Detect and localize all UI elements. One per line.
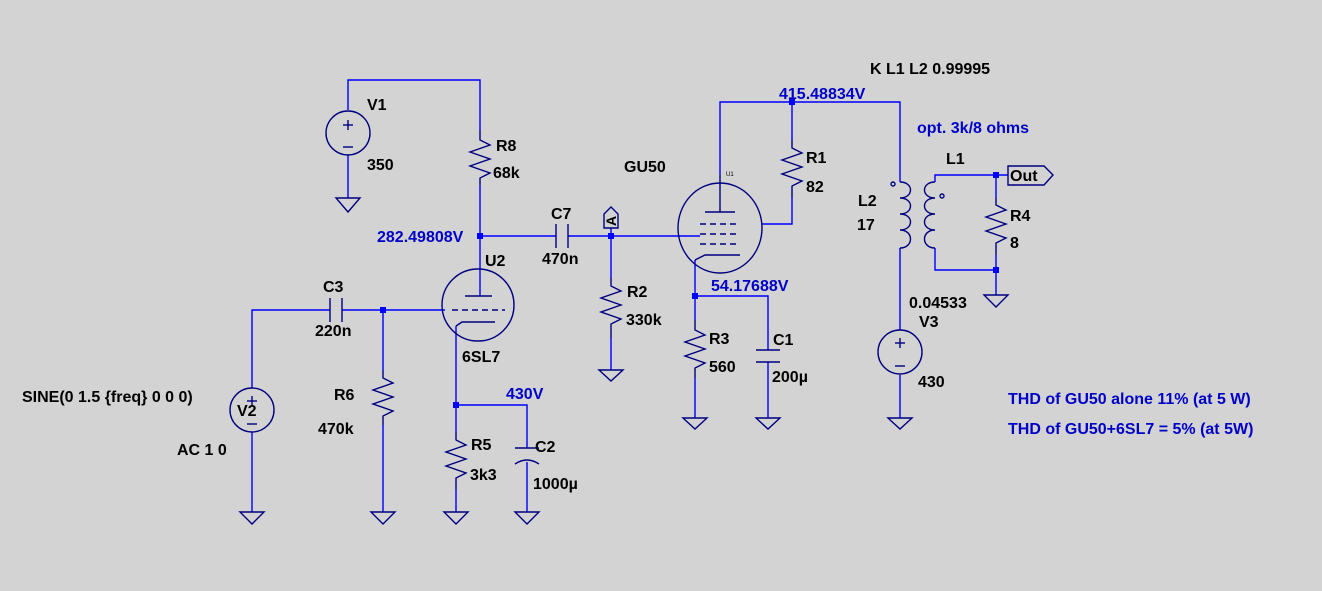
r6-value: 470k xyxy=(318,421,354,438)
c1-name: C1 xyxy=(773,332,794,349)
supply-voltage: 415.48834V xyxy=(779,86,866,103)
gu50-name: GU50 xyxy=(624,159,666,176)
r8-name: R8 xyxy=(496,138,517,155)
v3-name: V3 xyxy=(919,314,939,331)
r3-value: 560 xyxy=(709,359,736,376)
r1-resistor[interactable] xyxy=(779,140,805,198)
r4-resistor[interactable] xyxy=(983,198,1009,255)
r5-value: 3k3 xyxy=(470,467,497,484)
r3-name: R3 xyxy=(709,331,730,348)
c2-capacitor[interactable] xyxy=(514,447,540,465)
u2-cathode-voltage: 430V xyxy=(506,386,544,403)
gu50-pentode[interactable] xyxy=(677,175,763,274)
c7-name: C7 xyxy=(551,206,572,223)
gu50-tag: U1 xyxy=(726,172,734,178)
r6-resistor[interactable] xyxy=(370,370,396,425)
r2-value: 330k xyxy=(626,312,662,329)
r1-name: R1 xyxy=(806,150,827,167)
coupling-directive: K L1 L2 0.99995 xyxy=(870,61,990,78)
net-label-a-text: A xyxy=(603,216,619,226)
out-port-label: Out xyxy=(1010,168,1038,185)
l1-inductor[interactable] xyxy=(923,181,945,249)
thd-combined-note: THD of GU50+6SL7 = 5% (at 5W) xyxy=(1008,421,1253,438)
c7-capacitor[interactable] xyxy=(555,224,569,248)
l2-inductor[interactable] xyxy=(890,181,912,249)
thd-alone-note: THD of GU50 alone 11% (at 5 W) xyxy=(1008,391,1251,408)
v3-series-r: 0.04533 xyxy=(909,295,967,312)
junction-dots xyxy=(380,99,999,408)
r5-resistor[interactable] xyxy=(443,432,469,490)
v1-voltage-source[interactable] xyxy=(325,110,371,156)
ground-symbols xyxy=(238,197,1010,525)
u2-name: U2 xyxy=(485,253,506,270)
v2-name: V2 xyxy=(237,403,257,420)
r3-resistor[interactable] xyxy=(682,320,708,378)
r1-value: 82 xyxy=(806,179,824,196)
r4-value: 8 xyxy=(1010,235,1019,252)
c3-capacitor[interactable] xyxy=(329,298,343,322)
v3-value: 430 xyxy=(918,374,945,391)
u2-triode[interactable] xyxy=(441,268,515,342)
v2-ac: AC 1 0 xyxy=(177,442,227,459)
c3-value: 220n xyxy=(315,323,351,340)
c1-value: 200µ xyxy=(772,369,808,386)
net-label-a[interactable] xyxy=(603,206,619,229)
c2-name: C2 xyxy=(535,439,556,456)
r2-resistor[interactable] xyxy=(598,278,624,338)
c2-value: 1000µ xyxy=(533,476,578,493)
v2-source: SINE(0 1.5 {freq} 0 0 0) xyxy=(22,389,193,406)
l2-value: 17 xyxy=(857,217,875,234)
v2-signal-source[interactable] xyxy=(229,387,275,433)
c7-value: 470n xyxy=(542,251,578,268)
r5-name: R5 xyxy=(471,437,492,454)
v1-name: V1 xyxy=(367,97,387,114)
wires xyxy=(251,79,1008,512)
u2-plate-voltage: 282.49808V xyxy=(377,229,464,246)
v1-value: 350 xyxy=(367,157,394,174)
gu50-cathode-voltage: 54.17688V xyxy=(711,278,789,295)
l1-name: L1 xyxy=(946,151,965,168)
c3-name: C3 xyxy=(323,279,344,296)
r6-name: R6 xyxy=(334,387,355,404)
transformer-note: opt. 3k/8 ohms xyxy=(917,120,1029,137)
u2-value: 6SL7 xyxy=(462,349,500,366)
r4-name: R4 xyxy=(1010,208,1031,225)
v3-voltage-source[interactable] xyxy=(877,329,923,375)
out-port[interactable] xyxy=(1007,165,1054,186)
r8-value: 68k xyxy=(493,165,520,182)
c1-capacitor[interactable] xyxy=(756,349,780,363)
r8-resistor[interactable] xyxy=(467,130,493,185)
r2-name: R2 xyxy=(627,284,648,301)
l2-name: L2 xyxy=(858,193,877,210)
